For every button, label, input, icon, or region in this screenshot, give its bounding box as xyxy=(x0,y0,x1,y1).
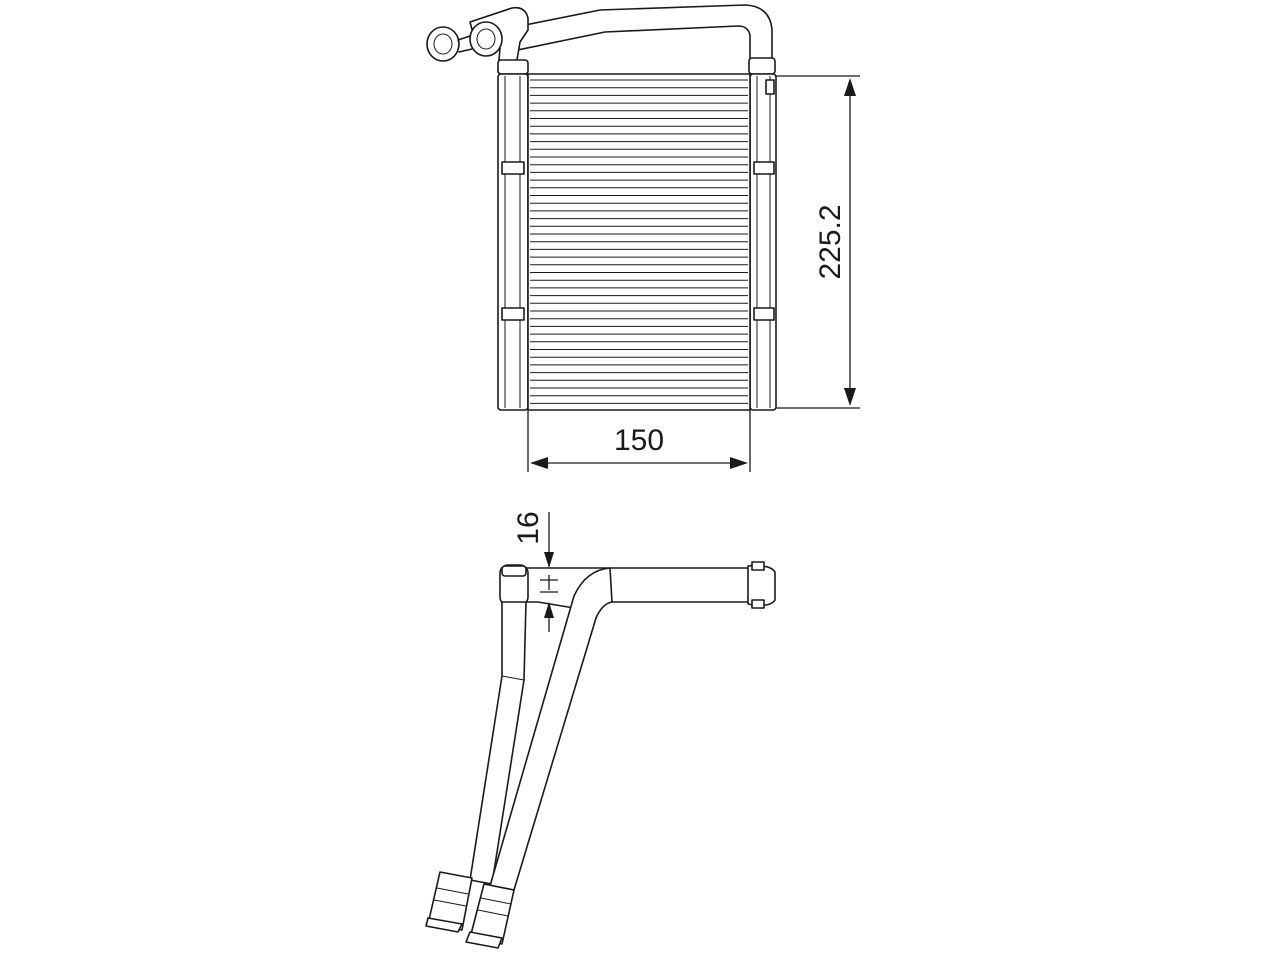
width-dimension: 150 xyxy=(527,410,751,472)
side-left-elbow xyxy=(499,564,529,606)
thickness-dimension-label: 16 xyxy=(512,511,545,544)
tube-end-right xyxy=(465,883,515,949)
height-dimension-label: 225.2 xyxy=(814,204,847,279)
top-pipes xyxy=(426,4,776,75)
side-view: 16 xyxy=(425,511,776,949)
thickness-dimension: 16 xyxy=(512,511,558,632)
front-view: 225.2 150 xyxy=(426,4,860,472)
right-tank xyxy=(749,73,777,411)
left-tank xyxy=(497,73,529,411)
core-fins xyxy=(530,79,748,404)
side-right-fitting xyxy=(747,561,776,609)
width-dimension-label: 150 xyxy=(614,424,664,457)
tube-end-left xyxy=(425,871,473,933)
height-dimension: 225.2 xyxy=(776,75,860,409)
core xyxy=(527,73,751,411)
